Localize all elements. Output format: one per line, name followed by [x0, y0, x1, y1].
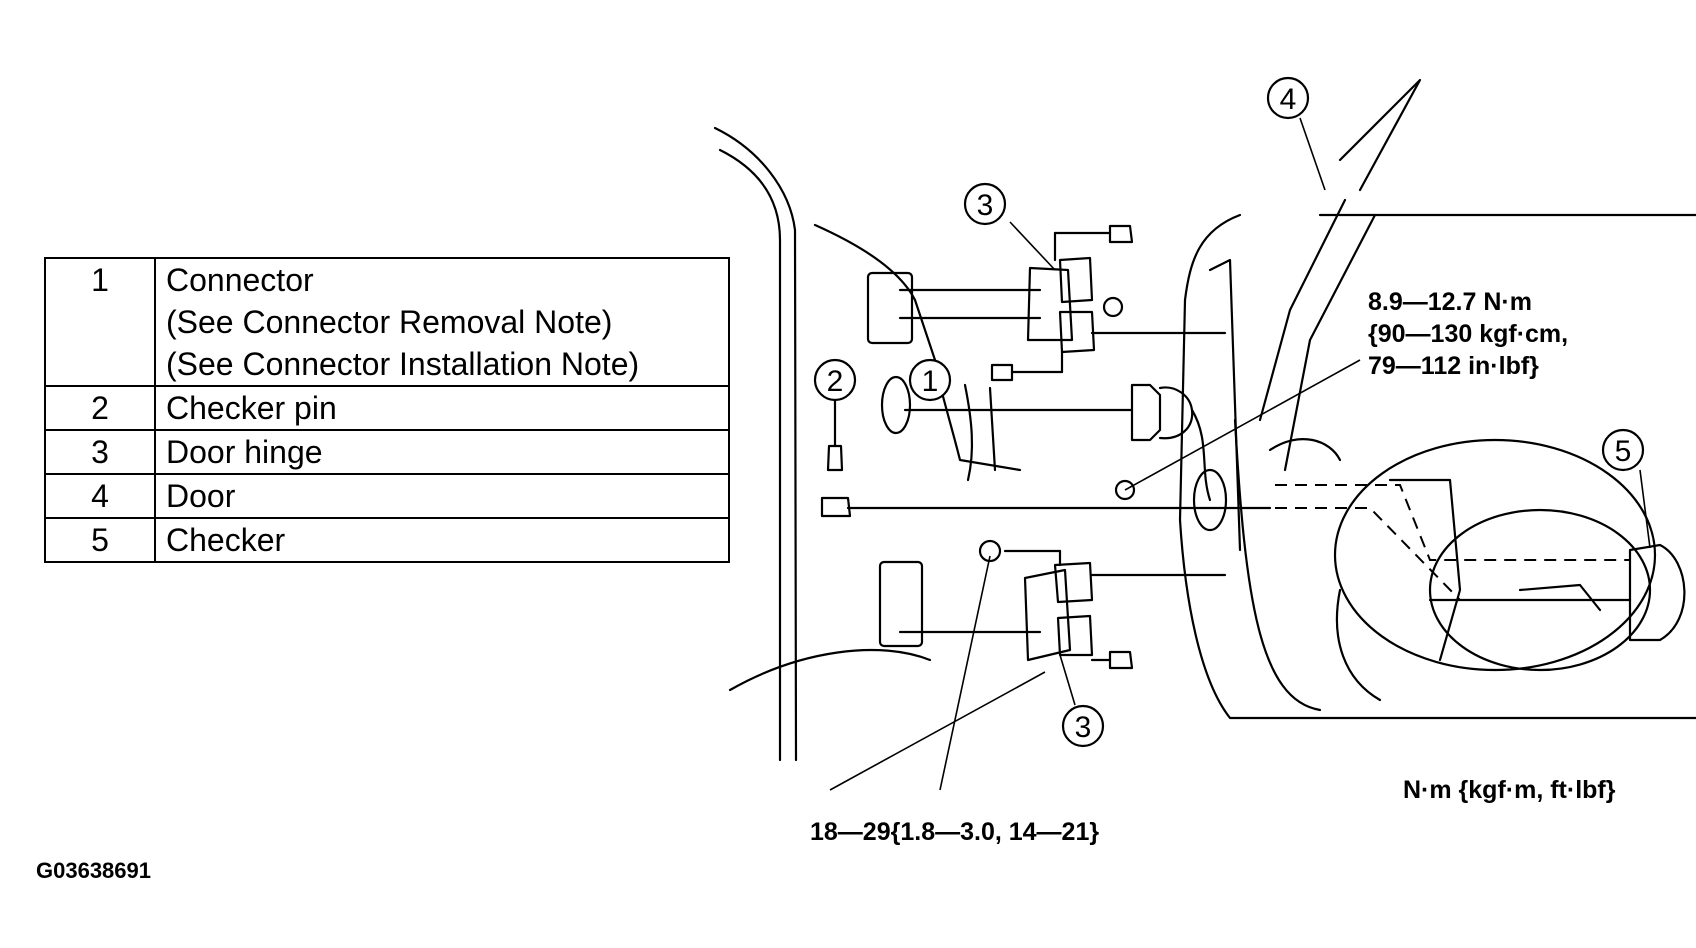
bolt-torque-spec: 18—29{1.8—3.0, 14—21} [810, 818, 1100, 846]
legend-description: Checker [154, 517, 730, 563]
legend-row: 2 Checker pin [44, 385, 730, 431]
door-checker [1275, 484, 1686, 642]
legend-row: 4 Door [44, 473, 730, 519]
hinge-bolt-icon [990, 363, 1014, 382]
upper-hinge-mount-plate [866, 271, 914, 345]
legend-number: 4 [44, 473, 156, 519]
legend-row: 3 Door hinge [44, 429, 730, 475]
legend-row: 5 Checker [44, 517, 730, 563]
legend-description: Door hinge [154, 429, 730, 475]
legend-text: Checker [166, 522, 286, 558]
torque-line: 79—112 in·lbf} [1368, 352, 1539, 380]
legend-number: 2 [44, 385, 156, 431]
upper-door-hinge [898, 224, 1227, 382]
torque-units-note: N·m {kgf·m, ft·lbf} [1403, 776, 1616, 804]
legend-description: Connector (See Connector Removal Note) (… [154, 257, 730, 387]
door-speaker-opening [1428, 508, 1652, 672]
legend-text: Door hinge [166, 434, 323, 470]
legend-row: 1 Connector (See Connector Removal Note)… [44, 257, 730, 387]
legend-text: Checker pin [166, 390, 337, 426]
leader-lines [829, 117, 1651, 791]
legend-text: (See Connector Installation Note) [166, 346, 640, 382]
checker-pin [820, 398, 1272, 518]
callout-5: 5 [1601, 428, 1645, 472]
callout-3-bottom: 3 [1061, 704, 1105, 748]
callout-3-bottom-label: 3 [1075, 711, 1092, 744]
door [1178, 78, 1696, 720]
callout-2: 2 [813, 358, 857, 402]
wiring-connector [903, 383, 1212, 502]
legend-text: Door [166, 478, 236, 514]
hinge-bolt-icon [1108, 650, 1134, 670]
door-inner-panel-opening [1333, 438, 1657, 672]
legend-text: Connector [166, 262, 314, 298]
lower-hinge-mount-plate [878, 560, 924, 648]
legend-number: 3 [44, 429, 156, 475]
figure-id: G03638691 [36, 858, 151, 883]
door-nut-icon [1114, 479, 1136, 501]
legend-description: Door [154, 473, 730, 519]
legend-description: Checker pin [154, 385, 730, 431]
nut-torque-spec: 8.9—12.7 N·m {90—130 kgf·cm, 79—112 in·l… [1368, 286, 1568, 382]
legend-number: 1 [44, 257, 156, 387]
callout-1-label: 1 [922, 365, 939, 398]
lower-door-hinge [898, 479, 1227, 670]
callout-5-label: 5 [1615, 435, 1632, 468]
callout-4-label: 4 [1280, 83, 1297, 116]
callout-3-top: 3 [963, 182, 1007, 226]
torque-line: 8.9—12.7 N·m [1368, 288, 1532, 316]
door-wire-hole [1192, 468, 1228, 532]
hinge-nut-icon [1102, 296, 1124, 318]
hinge-bolt-icon [978, 539, 1002, 563]
legend-number: 5 [44, 517, 156, 563]
legend-table: 1 Connector (See Connector Removal Note)… [44, 257, 730, 563]
connector-hole [880, 375, 912, 435]
callout-2-label: 2 [827, 365, 844, 398]
callout-1: 1 [908, 358, 952, 402]
callout-4: 4 [1266, 76, 1310, 120]
body-pillar [713, 126, 1022, 762]
torque-line: {90—130 kgf·cm, [1368, 320, 1569, 348]
hinge-bolt-icon [1108, 224, 1134, 244]
legend-text: (See Connector Removal Note) [166, 304, 613, 340]
callout-3-top-label: 3 [977, 189, 994, 222]
